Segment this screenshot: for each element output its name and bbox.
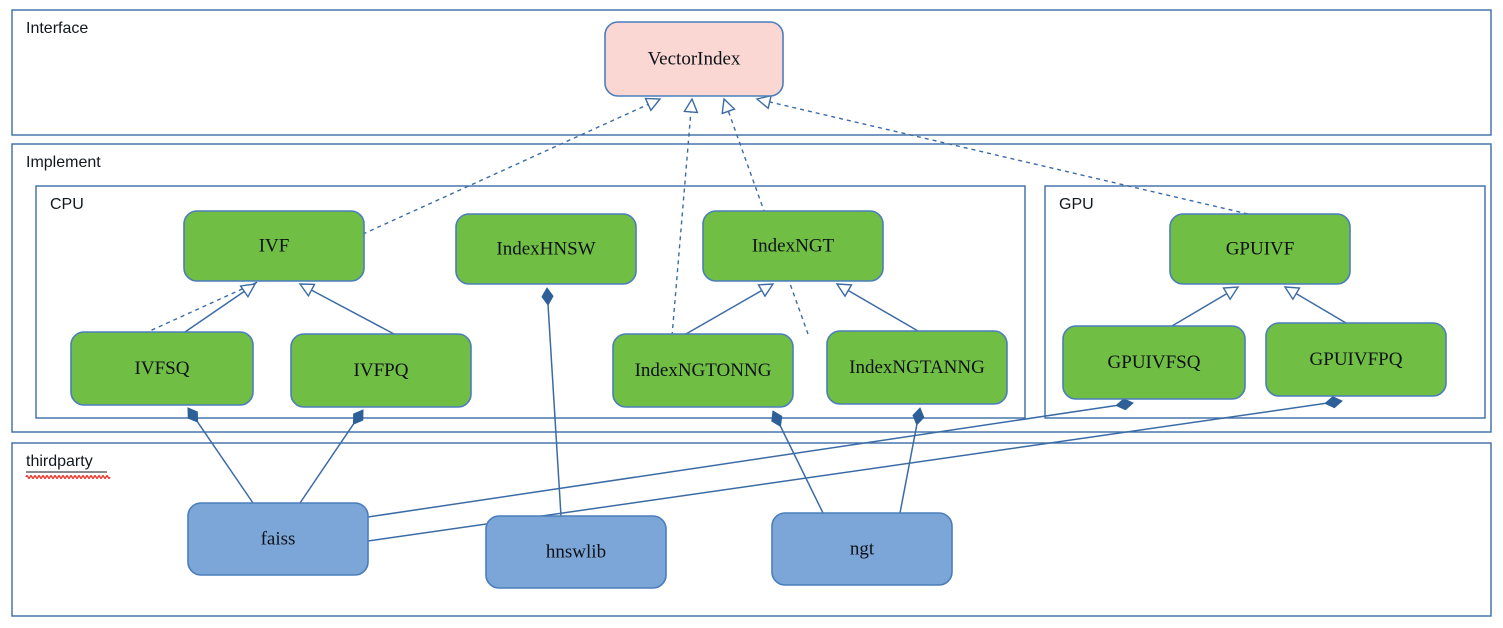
node-faiss[interactable]: faiss <box>187 502 369 576</box>
edge-ngt-to-indexngtanng <box>899 407 925 514</box>
node-label-indexngt: IndexNGT <box>752 235 835 256</box>
node-box-gpuivf[interactable] <box>1169 213 1351 285</box>
node-label-ivfsq: IVFSQ <box>135 358 190 379</box>
container-label-gpu: GPU <box>1059 196 1094 213</box>
node-indexngtanng[interactable]: IndexNGTANNG <box>826 330 1008 405</box>
edge-faiss-to-ivfsq <box>187 407 254 504</box>
node-label-hnswlib: hnswlib <box>546 541 606 562</box>
node-label-ivf: IVF <box>259 235 290 256</box>
arrowhead-filled-diamond <box>1324 396 1343 409</box>
edge-faiss-to-gpuivfsq <box>367 398 1134 518</box>
node-gpuivfsq[interactable]: GPUIVFSQ <box>1062 325 1246 400</box>
node-indexngtonng[interactable]: IndexNGTONNG <box>612 333 794 408</box>
arrowhead-filled-diamond <box>352 409 364 425</box>
node-gpuivfpq[interactable]: GPUIVFPQ <box>1265 322 1447 397</box>
edge-line-composition <box>779 425 824 514</box>
node-label-gpuivfpq: GPUIVFPQ <box>1310 349 1403 370</box>
node-box-ivf[interactable] <box>183 210 365 282</box>
edge-line-realization <box>671 111 692 337</box>
arrowhead-hollow-triangle <box>1222 286 1240 301</box>
node-label-faiss: faiss <box>261 528 296 549</box>
container-label-thirdparty: thirdparty <box>26 453 93 470</box>
edge-ivfpq-to-ivf <box>298 283 395 335</box>
edge-line-composition <box>196 421 254 504</box>
arrowhead-hollow-triangle <box>721 97 736 115</box>
node-ivf[interactable]: IVF <box>183 210 365 282</box>
edge-line-inheritance <box>311 289 395 335</box>
edge-gpuivfsq-to-gpuivf <box>1171 286 1240 327</box>
node-box-faiss[interactable] <box>187 502 369 576</box>
edge-indexngtanng-to-indexngt <box>835 283 919 332</box>
node-box-indexngtonng[interactable] <box>612 333 794 408</box>
node-label-indexngtanng: IndexNGTANNG <box>849 357 985 378</box>
edge-line-composition <box>367 404 1117 518</box>
node-ivfpq[interactable]: IVFPQ <box>290 333 472 408</box>
node-gpuivf[interactable]: GPUIVF <box>1169 213 1351 285</box>
node-indexhnsw[interactable]: IndexHNSW <box>455 213 637 285</box>
edge-gpuivf-to-vectorindex <box>755 94 1249 215</box>
edge-line-composition <box>299 423 355 504</box>
arrowhead-hollow-triangle <box>298 283 316 298</box>
node-label-indexhnsw: IndexHNSW <box>496 238 595 259</box>
edge-ivf-to-vectorindex <box>85 97 662 361</box>
arrowhead-hollow-triangle <box>757 283 775 298</box>
node-box-ivfsq[interactable] <box>70 331 254 406</box>
node-ngt[interactable]: ngt <box>771 512 953 586</box>
arrowhead-filled-diamond <box>1115 398 1134 411</box>
node-label-gpuivfsq: GPUIVFSQ <box>1108 352 1201 373</box>
arrowhead-filled-diamond <box>771 410 783 428</box>
node-ivfsq[interactable]: IVFSQ <box>70 331 254 406</box>
edge-ivfsq-to-ivf <box>184 283 257 333</box>
node-vectorindex[interactable]: VectorIndex <box>604 21 784 97</box>
spellcheck-squiggle-thirdparty <box>25 475 111 479</box>
node-box-vectorindex[interactable] <box>604 21 784 97</box>
edge-indexhnsw-to-vectorindex <box>671 97 699 337</box>
edge-hnswlib-to-indexhnsw <box>541 287 562 517</box>
container-label-interface: Interface <box>26 20 88 37</box>
edge-line-inheritance <box>847 289 919 332</box>
node-box-ivfpq[interactable] <box>290 333 472 408</box>
arrowhead-filled-diamond <box>541 287 554 306</box>
node-box-gpuivfsq[interactable] <box>1062 325 1246 400</box>
node-box-gpuivfpq[interactable] <box>1265 322 1447 397</box>
node-label-ngt: ngt <box>850 538 875 559</box>
edge-line-inheritance <box>685 289 763 335</box>
edge-line-realization <box>769 101 1249 215</box>
container-label-cpu: CPU <box>50 196 84 213</box>
edge-indexngtonng-to-indexngt <box>685 283 775 335</box>
edge-line-composition <box>899 424 918 514</box>
node-label-indexngtonng: IndexNGTONNG <box>635 360 772 381</box>
node-box-indexhnsw[interactable] <box>455 213 637 285</box>
node-box-ngt[interactable] <box>771 512 953 586</box>
edge-gpuivfpq-to-gpuivf <box>1283 286 1347 324</box>
node-box-indexngtanng[interactable] <box>826 330 1008 405</box>
node-label-ivfpq: IVFPQ <box>354 360 409 381</box>
edge-faiss-to-ivfpq <box>299 409 364 504</box>
edge-line-inheritance <box>1295 292 1347 324</box>
edge-line-inheritance <box>1171 292 1228 327</box>
node-hnswlib[interactable]: hnswlib <box>485 515 667 589</box>
arrowhead-hollow-triangle <box>644 97 662 112</box>
edge-group <box>85 94 1347 542</box>
edge-indexngt-to-vectorindex <box>721 97 809 335</box>
node-box-hnswlib[interactable] <box>485 515 667 589</box>
arrowhead-hollow-triangle <box>1283 286 1301 301</box>
arrowhead-filled-diamond <box>187 407 199 423</box>
arrowhead-hollow-triangle <box>239 283 257 299</box>
node-indexngt[interactable]: IndexNGT <box>702 210 884 282</box>
edge-line-realization <box>85 103 649 361</box>
edge-line-composition <box>547 304 562 517</box>
node-label-vectorindex: VectorIndex <box>648 48 741 69</box>
node-box-indexngt[interactable] <box>702 210 884 282</box>
edge-ngt-to-indexngtonng <box>771 410 824 514</box>
edge-line-inheritance <box>184 290 245 333</box>
arrowhead-hollow-triangle <box>683 97 699 114</box>
container-label-implement: Implement <box>26 154 101 171</box>
arrowhead-filled-diamond <box>912 407 925 426</box>
arrowhead-hollow-triangle <box>755 94 773 110</box>
arrowhead-hollow-triangle <box>835 283 853 298</box>
node-label-gpuivf: GPUIVF <box>1226 238 1295 259</box>
